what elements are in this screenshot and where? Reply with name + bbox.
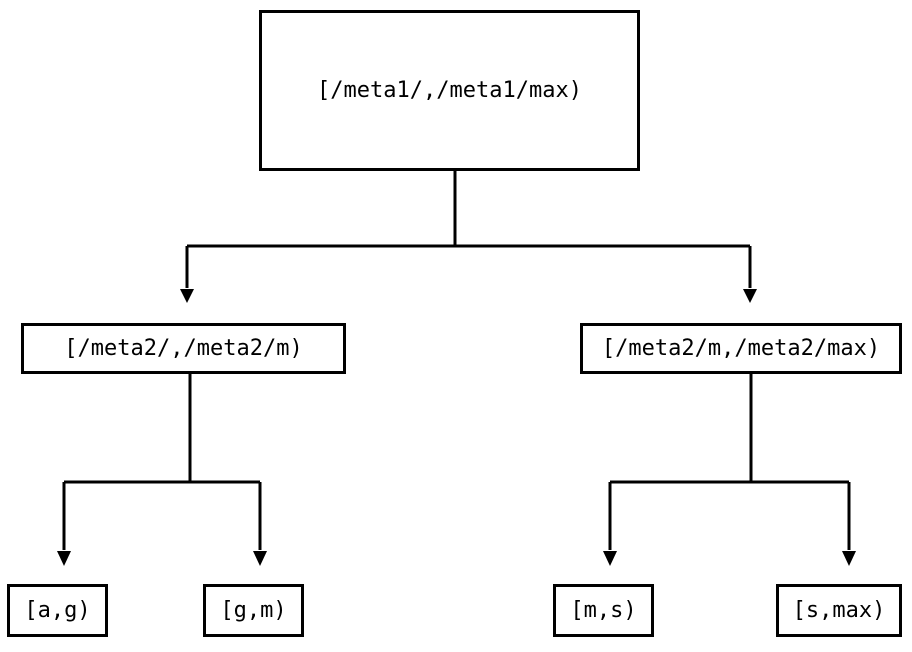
arrowhead-to-leaf-smax xyxy=(842,551,856,566)
node-leaf-s-max[interactable]: [s,max) xyxy=(776,584,902,637)
node-mid-right-label: [/meta2/m,/meta2/max) xyxy=(601,335,881,361)
node-leaf-a-g[interactable]: [a,g) xyxy=(7,584,108,637)
node-root-label: [/meta1/,/meta1/max) xyxy=(317,77,582,103)
node-leaf-m-s[interactable]: [m,s) xyxy=(553,584,654,637)
node-mid-left[interactable]: [/meta2/,/meta2/m) xyxy=(21,323,346,374)
arrowhead-to-leaf-ag xyxy=(57,551,71,566)
node-leaf-s-max-label: [s,max) xyxy=(792,597,886,623)
node-mid-left-label: [/meta2/,/meta2/m) xyxy=(64,335,303,361)
node-leaf-m-s-label: [m,s) xyxy=(570,597,637,623)
node-leaf-a-g-label: [a,g) xyxy=(24,597,91,623)
arrowhead-to-leaf-gm xyxy=(253,551,267,566)
node-root[interactable]: [/meta1/,/meta1/max) xyxy=(259,10,640,171)
arrowhead-to-mid-left xyxy=(180,289,194,303)
node-leaf-g-m-label: [g,m) xyxy=(220,597,287,623)
arrowhead-to-mid-right xyxy=(743,289,757,303)
node-leaf-g-m[interactable]: [g,m) xyxy=(203,584,304,637)
arrowhead-to-leaf-ms xyxy=(603,551,617,566)
node-mid-right[interactable]: [/meta2/m,/meta2/max) xyxy=(580,323,902,374)
